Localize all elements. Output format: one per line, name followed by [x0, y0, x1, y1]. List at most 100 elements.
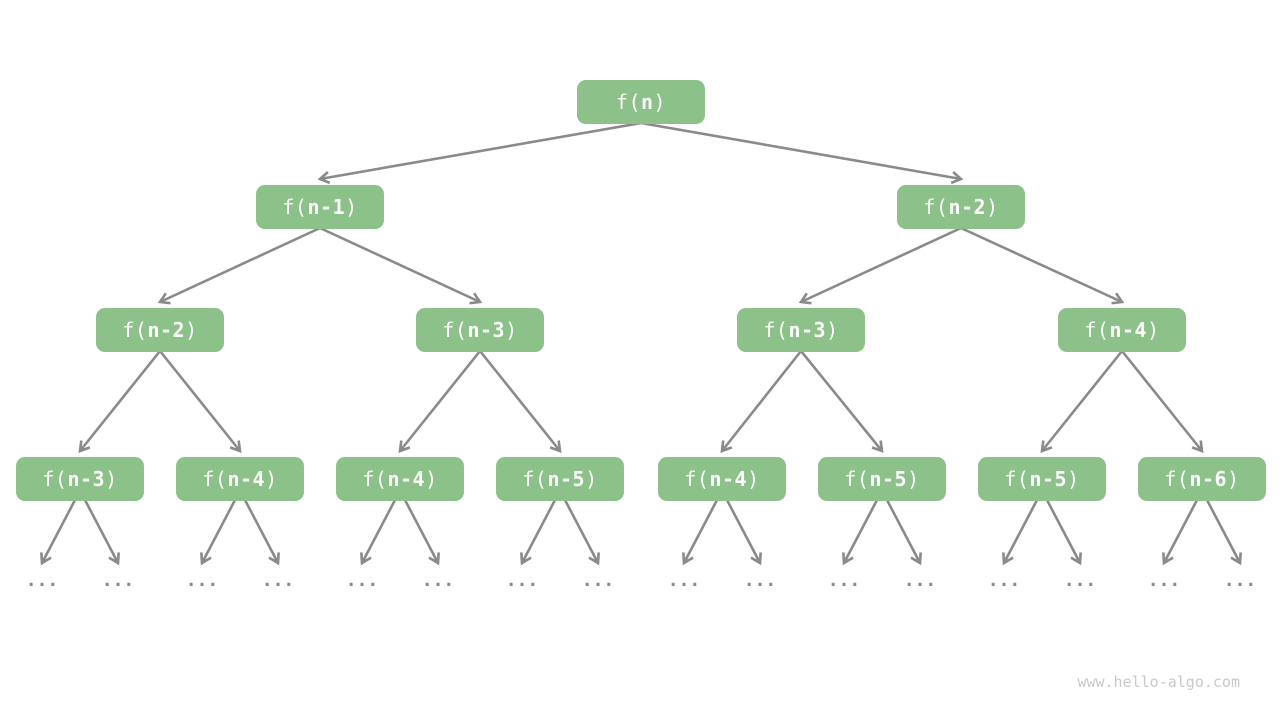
node-label-prefix: f(: [442, 318, 468, 342]
node-label-prefix: f(: [1084, 318, 1110, 342]
node-label-arg: n-4: [709, 467, 748, 491]
node-label-suffix: ): [585, 467, 598, 491]
tree-node-l1-0: f(n-1): [256, 185, 384, 229]
leaf-edge-4-right: [725, 499, 762, 566]
ellipsis-label: ...: [25, 570, 59, 591]
leaf-edge-3-right: [563, 499, 600, 566]
tree-node-l2-0: f(n-2): [96, 308, 224, 352]
ellipsis-label: ...: [667, 570, 701, 591]
tree-node-l3-4: f(n-4): [658, 457, 786, 501]
node-label-prefix: f(: [923, 195, 949, 219]
ellipsis-label: ...: [505, 570, 539, 591]
ellipsis-label: ...: [581, 570, 615, 591]
leaf-edge-2-left: [360, 499, 397, 566]
leaf-edge-1-right: [243, 499, 280, 566]
leaf-edge-2-right: [403, 499, 440, 566]
ellipsis-label: ...: [261, 570, 295, 591]
tree-edge-l0-to-l1: [640, 121, 964, 185]
node-label-arg: n-4: [1109, 318, 1148, 342]
node-label-arg: n-3: [67, 467, 106, 491]
tree-edge-l2-to-l3: [398, 350, 482, 453]
tree-node-l2-3: f(n-4): [1058, 308, 1186, 352]
ellipsis-label: ...: [987, 570, 1021, 591]
node-label-prefix: f(: [684, 467, 710, 491]
ellipsis-label: ...: [101, 570, 135, 591]
node-label-suffix: ): [747, 467, 760, 491]
ellipsis-label: ...: [1223, 570, 1257, 591]
node-label-arg: n-2: [948, 195, 987, 219]
leaf-edge-0-right: [83, 499, 120, 566]
leaf-edge-6-right: [1045, 499, 1082, 566]
node-label-prefix: f(: [122, 318, 148, 342]
tree-node-l2-1: f(n-3): [416, 308, 544, 352]
leaf-edge-7-right: [1205, 499, 1242, 566]
leaf-edge-6-left: [1002, 499, 1039, 566]
tree-node-l3-5: f(n-5): [818, 457, 946, 501]
node-label-suffix: ): [1147, 318, 1160, 342]
tree-edge-l2-to-l3: [1040, 350, 1124, 453]
node-label-suffix: ): [265, 467, 278, 491]
leaf-edge-7-left: [1162, 499, 1199, 566]
tree-node-l3-0: f(n-3): [16, 457, 144, 501]
leaf-edge-1-left: [200, 499, 237, 566]
node-label-arg: n-3: [788, 318, 827, 342]
leaf-edge-3-left: [520, 499, 557, 566]
tree-node-l1-1: f(n-2): [897, 185, 1025, 229]
node-label-prefix: f(: [1164, 467, 1190, 491]
watermark: www.hello-algo.com: [1077, 673, 1240, 691]
node-label-suffix: ): [986, 195, 999, 219]
tree-node-l3-1: f(n-4): [176, 457, 304, 501]
node-label-arg: n-6: [1189, 467, 1228, 491]
node-label-arg: n-3: [467, 318, 506, 342]
ellipsis-label: ...: [345, 570, 379, 591]
node-label-prefix: f(: [42, 467, 68, 491]
node-label-arg: n-1: [307, 195, 346, 219]
tree-node-l2-2: f(n-3): [737, 308, 865, 352]
node-label-arg: n-4: [387, 467, 426, 491]
node-label-suffix: ): [345, 195, 358, 219]
leaf-edge-5-right: [885, 499, 922, 566]
node-label-suffix: ): [425, 467, 438, 491]
tree-edge-l1-to-l2: [319, 226, 483, 305]
node-label-suffix: ): [1067, 467, 1080, 491]
ellipsis-label: ...: [421, 570, 455, 591]
tree-edge-l0-to-l1: [317, 121, 642, 185]
node-label-prefix: f(: [844, 467, 870, 491]
node-label-arg: n-5: [869, 467, 908, 491]
leaf-edge-4-left: [682, 499, 719, 566]
tree-edge-l1-to-l2: [798, 226, 962, 305]
tree-edge-l1-to-l2: [960, 226, 1125, 305]
node-label-suffix: ): [505, 318, 518, 342]
node-label-suffix: ): [105, 467, 118, 491]
node-label-arg: n: [641, 90, 654, 114]
ellipsis-label: ...: [1147, 570, 1181, 591]
leaf-edge-5-left: [842, 499, 879, 566]
tree-edge-l2-to-l3: [478, 350, 562, 453]
tree-edge-l2-to-l3: [1120, 350, 1204, 453]
tree-edge-l2-to-l3: [799, 350, 884, 453]
tree-edge-l2-to-l3: [158, 350, 242, 453]
node-label-prefix: f(: [362, 467, 388, 491]
ellipsis-label: ...: [827, 570, 861, 591]
node-label-arg: n-4: [227, 467, 266, 491]
ellipsis-label: ...: [1063, 570, 1097, 591]
tree-node-l3-3: f(n-5): [496, 457, 624, 501]
node-label-suffix: ): [1227, 467, 1240, 491]
ellipsis-label: ...: [903, 570, 937, 591]
node-label-suffix: ): [907, 467, 920, 491]
tree-node-l0-0: f(n): [577, 80, 705, 124]
node-label-arg: n-5: [547, 467, 586, 491]
node-label-arg: n-5: [1029, 467, 1068, 491]
node-label-prefix: f(: [282, 195, 308, 219]
ellipsis-label: ...: [185, 570, 219, 591]
tree-edge-l1-to-l2: [157, 226, 321, 305]
node-label-suffix: ): [826, 318, 839, 342]
tree-node-l3-6: f(n-5): [978, 457, 1106, 501]
node-label-prefix: f(: [522, 467, 548, 491]
node-label-prefix: f(: [1004, 467, 1030, 491]
node-label-prefix: f(: [202, 467, 228, 491]
node-label-prefix: f(: [615, 90, 641, 114]
node-label-suffix: ): [185, 318, 198, 342]
tree-node-l3-7: f(n-6): [1138, 457, 1266, 501]
